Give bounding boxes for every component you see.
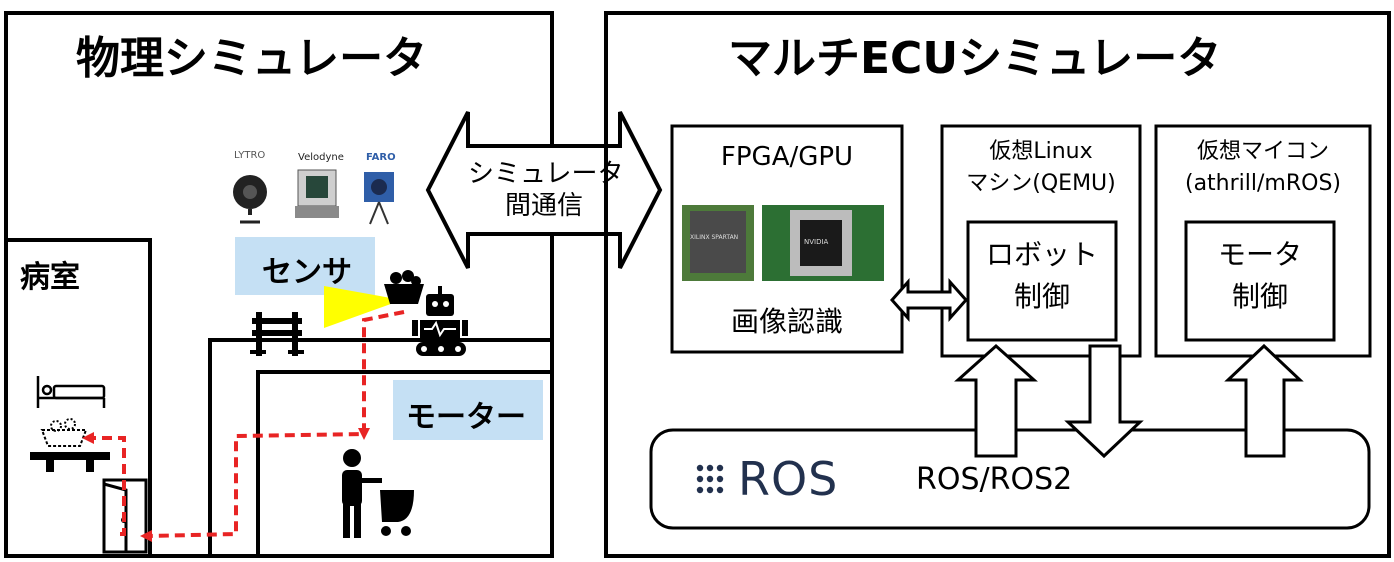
path-arrow-left-top [82, 432, 94, 444]
nvidia-chip-text: NVIDIA [804, 238, 829, 246]
table-with-basket-icon [30, 418, 110, 472]
faro-scanner-icon [364, 172, 394, 225]
comm-label: シミュレータ 間通信 [468, 158, 624, 222]
velodyne-lidar-icon [295, 169, 339, 218]
brand-lytro: LYTRO [234, 150, 266, 161]
multi-ecu-title: マルチECUシミュレータ [728, 33, 1222, 84]
motor-label: モーター [406, 400, 526, 435]
linux-title: 仮想Linux マシン(QEMU) [942, 136, 1140, 200]
robot-control-label: ロボット 制御 [968, 234, 1116, 318]
robot-to-ros-arrow [1064, 344, 1144, 459]
ros-bus-label: ROS/ROS2 [916, 462, 1073, 497]
motor-control-line2: 制御 [1231, 280, 1288, 313]
fruit-basket-icon [384, 270, 424, 304]
person-stroller-icon [342, 449, 414, 538]
motor-control-box [1184, 220, 1336, 342]
fpga-title: FPGA/GPU [720, 142, 854, 172]
floor-plan [6, 238, 552, 555]
multi-ecu-frame [604, 11, 1391, 558]
barrier-icon [250, 312, 304, 356]
comm-label-line2: 間通信 [504, 191, 583, 221]
mcu-title: 仮想マイコン (athrill/mROS) [1156, 136, 1370, 200]
path-arrow-left-bottom [140, 530, 152, 542]
sensor-label: センサ [262, 255, 352, 290]
xilinx-chip-icon [682, 205, 754, 281]
linux-title-line2: マシン(QEMU) [966, 171, 1116, 196]
sensor-label-bg [235, 237, 375, 295]
motor-label-bg [393, 380, 543, 440]
room-label: 病室 [20, 260, 80, 295]
mcu-title-line1: 仮想マイコン [1196, 139, 1329, 164]
sensor-device-icons [233, 169, 394, 225]
ros-dots-icon [696, 464, 724, 494]
lytro-camera-icon [233, 175, 267, 224]
robot-path [92, 310, 405, 538]
ros-to-motor-arrow [1224, 343, 1304, 458]
robot-control-box [966, 220, 1118, 342]
bed-icon [36, 376, 106, 408]
path-arrow-down [358, 428, 370, 440]
nvidia-chip-icon [762, 205, 884, 281]
fpga-caption: 画像認識 [730, 305, 843, 338]
xilinx-chip-text: XILINX SPARTAN [690, 234, 739, 241]
robot-control-line2: 制御 [1013, 280, 1070, 313]
motor-control-label: モータ 制御 [1186, 234, 1334, 318]
motor-control-line1: モータ [1217, 238, 1302, 271]
physical-sim-title: 物理シミュレータ [76, 33, 428, 84]
brand-faro: FARO [366, 152, 396, 163]
robot-icon [412, 286, 468, 356]
ros-logo-text: ROS [738, 452, 839, 506]
comm-label-line1: シミュレータ [468, 159, 624, 189]
sensor-beam [324, 286, 402, 328]
ros-to-robot-arrow [954, 343, 1038, 458]
robot-control-line1: ロボット [985, 238, 1098, 271]
fpga-robot-arrow [889, 278, 969, 322]
simulator-comm-arrow [425, 111, 663, 269]
linux-title-line1: 仮想Linux [989, 139, 1093, 164]
mcu-title-line2: (athrill/mROS) [1184, 171, 1341, 196]
brand-velodyne: Velodyne [298, 152, 344, 163]
